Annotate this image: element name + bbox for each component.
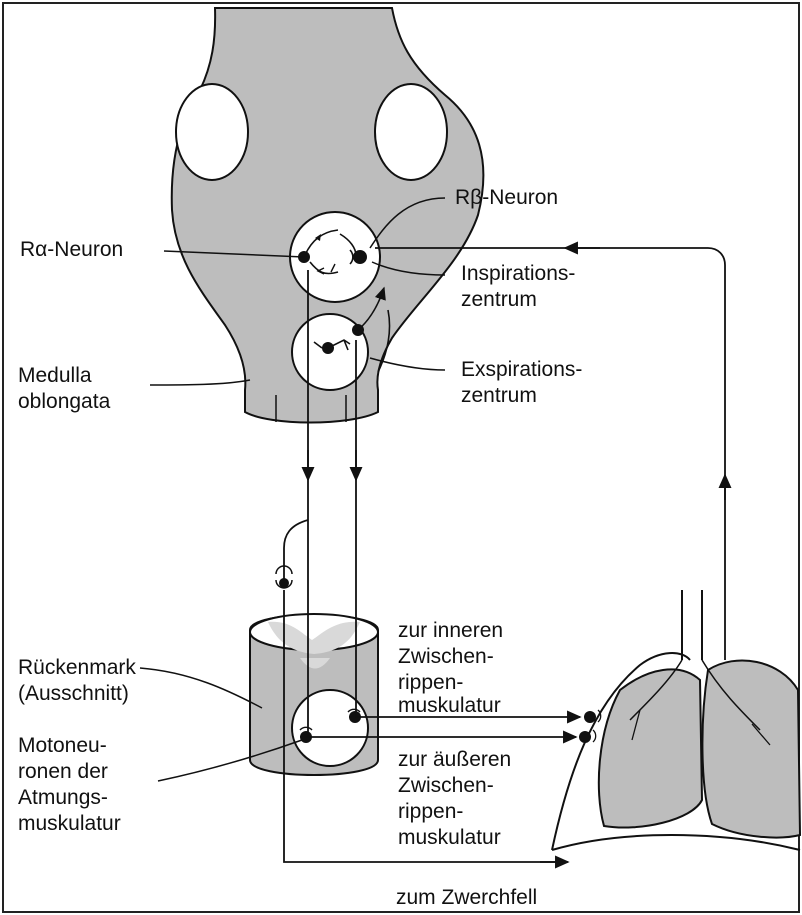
label-expiration-1: Exspirations- <box>461 358 582 381</box>
right-lobe <box>375 84 447 180</box>
label-inner-4: muskulatur <box>398 694 501 717</box>
label-medulla-2: oblongata <box>18 390 111 413</box>
left-lobe <box>176 84 248 180</box>
label-diaphragm: zum Zwerchfell <box>396 886 537 909</box>
label-spinal-1: Rückenmark <box>18 656 136 679</box>
label-outer-4: muskulatur <box>398 826 501 849</box>
label-medulla-1: Medulla <box>18 364 92 387</box>
trachea <box>682 590 702 660</box>
label-moto-1: Motoneu- <box>18 734 107 757</box>
label-moto-4: muskulatur <box>18 812 121 835</box>
label-inspiration-2: zentrum <box>461 288 537 311</box>
label-ralpha-neuron: Rα-Neuron <box>20 238 123 261</box>
label-rbeta-neuron: Rβ-Neuron <box>455 186 558 209</box>
label-expiration-2: zentrum <box>461 384 537 407</box>
label-outer-2: Zwischen- <box>398 774 494 797</box>
label-outer-3: rippen- <box>398 800 463 823</box>
intercostal-synapse-2 <box>579 731 591 743</box>
label-outer-1: zur äußeren <box>398 748 511 771</box>
label-inner-2: Zwischen- <box>398 645 494 668</box>
label-inner-1: zur inneren <box>398 619 503 642</box>
intercostal-synapse-1 <box>584 711 596 723</box>
vagal-feedback-path <box>375 248 725 660</box>
rbeta-neuron-dot <box>353 250 367 264</box>
label-inner-3: rippen- <box>398 671 463 694</box>
label-spinal-2: (Ausschnitt) <box>18 682 129 705</box>
label-inspiration-1: Inspirations- <box>461 262 575 285</box>
label-moto-2: ronen der <box>18 760 108 783</box>
label-moto-3: Atmungs- <box>18 786 108 809</box>
right-lung <box>702 660 800 837</box>
